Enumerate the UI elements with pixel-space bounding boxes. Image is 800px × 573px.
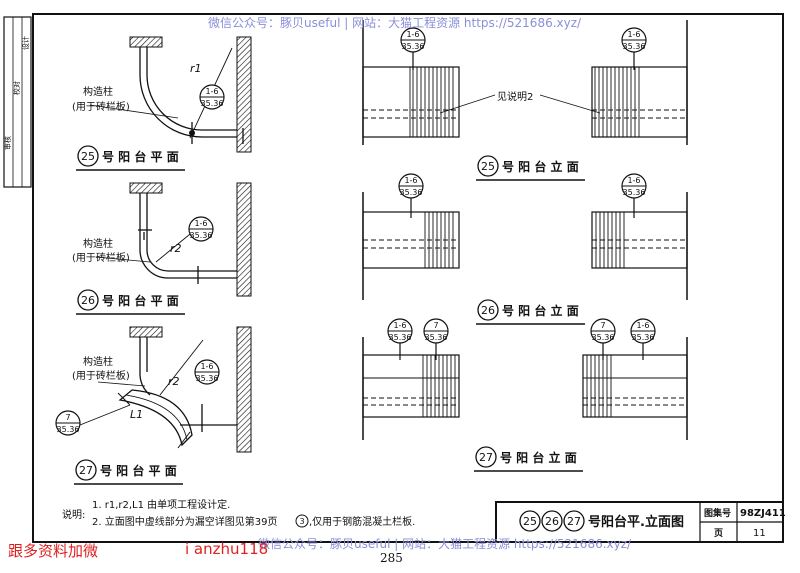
elev25-note: 见说明2 xyxy=(497,90,533,103)
plan26-radius: r2 xyxy=(170,242,182,255)
plan27-L1: L1 xyxy=(130,408,143,421)
elev27-callout-left-b: 7 35.36 xyxy=(423,318,449,344)
svg-text:号 阳 台 立 面: 号 阳 台 立 面 xyxy=(502,303,579,318)
watermark-top: 微信公众号：豚贝useful | 网站：大猫工程资源 https://52168… xyxy=(208,16,582,30)
plan26-column-label: 构造柱 xyxy=(83,237,113,250)
plan27-column-note: (用于砖栏板) xyxy=(72,369,130,382)
tb-circle-27: 27 xyxy=(567,515,581,528)
plan27-radius: r2 xyxy=(168,375,180,388)
watermark-bottom: 微信公众号：豚贝useful | 网站：大猫工程资源 https://52168… xyxy=(258,537,632,551)
svg-text:35.36: 35.36 xyxy=(623,42,646,51)
svg-text:35.36: 35.36 xyxy=(425,333,448,342)
svg-text:1-6: 1-6 xyxy=(406,30,419,39)
plan-27: r2 L1 构造柱 (用于砖栏板) 1-6 35.36 7 35.36 27 号… xyxy=(55,326,252,485)
plan25-column-note: (用于砖栏板) xyxy=(72,100,130,113)
svg-text:1-6: 1-6 xyxy=(194,219,207,228)
plan25-radius: r1 xyxy=(190,62,202,75)
notes-line2-circle: 3 xyxy=(299,517,304,526)
title-block: 25 26 27 号阳台平.立面图 图集号 98ZJ411 页 11 xyxy=(495,501,786,543)
promo-text-right: i anzhu118 xyxy=(185,540,269,558)
plan27-callout-b: 7 35.36 xyxy=(55,410,81,436)
plan26-title: 26 号 阳 台 平 面 xyxy=(76,289,185,315)
elev26-callout-left: 1-6 35.36 xyxy=(398,173,424,199)
elev25-title: 25 号 阳 台 立 面 xyxy=(476,155,585,181)
svg-text:1-6: 1-6 xyxy=(205,87,218,96)
svg-text:7: 7 xyxy=(433,321,438,330)
svg-text:35.36: 35.36 xyxy=(196,374,219,383)
svg-text:35.36: 35.36 xyxy=(402,42,425,51)
svg-text:35.36: 35.36 xyxy=(400,188,423,197)
elev27-callout-right-a: 7 35.36 xyxy=(590,318,616,344)
tb-title: 号阳台平.立面图 xyxy=(588,514,684,530)
elevation-26: 1-6 35.36 1-6 35.36 26 号 阳 台 立 面 xyxy=(362,173,688,325)
svg-text:号 阳 台 平 面: 号 阳 台 平 面 xyxy=(102,293,179,308)
svg-text:1-6: 1-6 xyxy=(200,362,213,371)
plan25-callout: 1-6 35.36 xyxy=(199,84,225,110)
svg-text:7: 7 xyxy=(65,413,70,422)
elev27-title: 27 号 阳 台 立 面 xyxy=(474,446,583,472)
tb-circle-25: 25 xyxy=(523,515,537,528)
plan26-callout: 1-6 35.36 xyxy=(188,216,214,242)
svg-text:35.36: 35.36 xyxy=(57,425,80,434)
plan25-title: 25 号 阳 台 平 面 xyxy=(76,145,185,171)
svg-text:1-6: 1-6 xyxy=(627,30,640,39)
svg-text:26: 26 xyxy=(81,294,95,307)
notes: 说明: 1. r1,r2,L1 由单项工程设计定. 2. 立面图中虚线部分为漏空… xyxy=(62,498,415,528)
svg-text:1-6: 1-6 xyxy=(636,321,649,330)
elev26-callout-right: 1-6 35.36 xyxy=(621,173,647,199)
page-number: 285 xyxy=(380,551,403,565)
svg-text:1-6: 1-6 xyxy=(404,176,417,185)
tb-atlas-value: 98ZJ411 xyxy=(740,508,786,519)
elevation-25: 见说明2 1-6 35.36 1-6 35.36 25 号 阳 台 立 面 xyxy=(362,20,688,181)
svg-text:35.36: 35.36 xyxy=(632,333,655,342)
elev27-callout-right-b: 1-6 35.36 xyxy=(630,318,656,344)
plan25-column-label: 构造柱 xyxy=(83,85,113,98)
plan27-callout-a: 1-6 35.36 xyxy=(194,359,220,385)
promo-text-left: 跟多资料加微 xyxy=(8,542,99,560)
svg-text:35.36: 35.36 xyxy=(389,333,412,342)
svg-text:号 阳 台 平 面: 号 阳 台 平 面 xyxy=(102,149,179,164)
svg-text:35.36: 35.36 xyxy=(623,188,646,197)
tb-atlas-label: 图集号 xyxy=(704,507,731,519)
svg-text:号 阳 台 立 面: 号 阳 台 立 面 xyxy=(502,159,579,174)
svg-text:25: 25 xyxy=(481,160,495,173)
svg-text:27: 27 xyxy=(79,464,93,477)
svg-text:26: 26 xyxy=(481,304,495,317)
elev25-callout-right: 1-6 35.36 xyxy=(621,27,647,53)
side-stamp: 审核 校对 设计 xyxy=(3,16,32,188)
stamp-col2: 校对 xyxy=(12,81,21,95)
tb-page-value: 11 xyxy=(753,528,766,539)
plan27-column-label: 构造柱 xyxy=(83,355,113,368)
plan26-column-note: (用于砖栏板) xyxy=(72,251,130,264)
notes-line2a: 2. 立面图中虚线部分为漏空详图见第39页 xyxy=(92,515,277,528)
svg-text:1-6: 1-6 xyxy=(627,176,640,185)
svg-text:号 阳 台 立 面: 号 阳 台 立 面 xyxy=(500,450,577,465)
elev27-callout-left-a: 1-6 35.36 xyxy=(387,318,413,344)
plan27-title: 27 号 阳 台 平 面 xyxy=(74,459,183,485)
svg-text:7: 7 xyxy=(600,321,605,330)
notes-line2b: ,仅用于钢筋混凝土栏板. xyxy=(309,515,415,528)
elevation-27: 1-6 35.36 7 35.36 7 35.36 1-6 35.36 27 号… xyxy=(362,318,688,472)
sheet-border xyxy=(32,13,784,543)
plan-26: r2 构造柱 (用于砖栏板) 1-6 35.36 26 号 阳 台 平 面 xyxy=(72,182,252,315)
svg-text:27: 27 xyxy=(479,451,493,464)
tb-circle-26: 26 xyxy=(545,515,559,528)
svg-text:1-6: 1-6 xyxy=(393,321,406,330)
svg-text:35.36: 35.36 xyxy=(201,99,224,108)
notes-line1: 1. r1,r2,L1 由单项工程设计定. xyxy=(92,498,230,511)
svg-text:号 阳 台 平 面: 号 阳 台 平 面 xyxy=(100,463,177,478)
stamp-col3: 设计 xyxy=(21,36,30,50)
svg-text:35.36: 35.36 xyxy=(592,333,615,342)
svg-text:35.36: 35.36 xyxy=(190,231,213,240)
tb-page-label: 页 xyxy=(714,528,723,539)
elev26-title: 26 号 阳 台 立 面 xyxy=(476,299,585,325)
plan-25: r1 构造柱 (用于砖栏板) 1-6 35.36 25 号 阳 台 平 面 xyxy=(72,36,252,171)
notes-label: 说明: xyxy=(62,508,85,521)
svg-text:25: 25 xyxy=(81,150,95,163)
elev25-callout-left: 1-6 35.36 xyxy=(400,27,426,53)
stamp-col1: 审核 xyxy=(3,136,12,150)
